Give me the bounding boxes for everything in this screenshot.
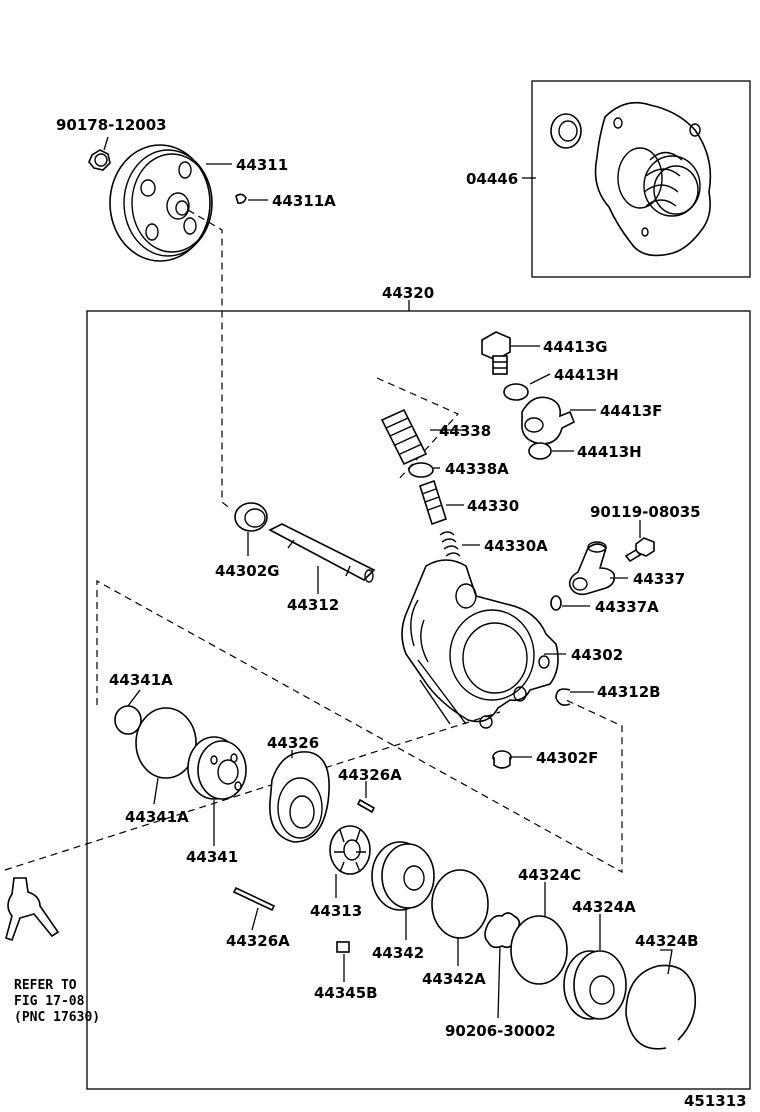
snap-ring-44312B — [555, 688, 571, 706]
label-44312: 44312 — [287, 596, 339, 614]
label-44338A: 44338A — [445, 460, 509, 478]
label-04446: 04446 — [466, 170, 518, 188]
plate-44341 — [187, 736, 247, 800]
label-44413F: 44413F — [600, 402, 662, 420]
label-44311A: 44311A — [272, 192, 336, 210]
label-44341: 44341 — [186, 848, 238, 866]
label-44326A-top: 44326A — [338, 766, 402, 784]
o-ring-44341A-small — [114, 705, 142, 735]
pulley-44311 — [109, 144, 213, 262]
label-44413H-bottom: 44413H — [577, 443, 642, 461]
rotor-44313 — [329, 825, 371, 875]
valve-44338 — [380, 408, 428, 466]
valve-44330 — [419, 479, 447, 526]
o-ring-44338A — [408, 462, 434, 478]
refer-text-line2: FIG 17-08 — [14, 994, 85, 1009]
cover-44324A — [563, 950, 627, 1020]
connector-44337 — [568, 541, 616, 596]
label-44324B: 44324B — [635, 932, 699, 950]
pin-44326A-top — [356, 798, 376, 814]
label-44342A: 44342A — [422, 970, 486, 988]
label-44326: 44326 — [267, 734, 319, 752]
housing-44302 — [401, 559, 559, 729]
label-90206-30002: 90206-30002 — [445, 1022, 556, 1040]
label-44326A-bottom: 44326A — [226, 932, 290, 950]
gasket-44413H-bottom — [528, 442, 552, 460]
bolt-90119-08035 — [624, 537, 655, 563]
union-44413F — [521, 396, 576, 445]
spring-44330A — [439, 531, 461, 557]
label-90178-12003: 90178-12003 — [56, 116, 167, 134]
key-44311A — [235, 193, 247, 204]
label-44342: 44342 — [372, 944, 424, 962]
plate-44342 — [371, 841, 435, 911]
refer-text-line1: REFER TO — [14, 978, 77, 993]
label-90119-08035: 90119-08035 — [590, 503, 701, 521]
label-44302: 44302 — [571, 646, 623, 664]
label-44302G: 44302G — [215, 562, 280, 580]
o-ring-44337A — [550, 595, 562, 611]
shaft-44312 — [268, 523, 376, 583]
kit-04446 — [550, 101, 712, 257]
label-44413H-top: 44413H — [554, 366, 619, 384]
nut-90178-12003 — [88, 149, 111, 171]
label-44320: 44320 — [382, 284, 434, 302]
label-44345B: 44345B — [314, 984, 378, 1002]
reference-part-17630 — [5, 877, 60, 942]
label-44413G: 44413G — [543, 338, 608, 356]
o-ring-44341A-large — [135, 707, 197, 779]
label-44302F: 44302F — [536, 749, 598, 767]
label-44338: 44338 — [439, 422, 491, 440]
label-44341A-bottom: 44341A — [125, 808, 189, 826]
assembly-frame-44320 — [86, 310, 751, 1090]
label-44330A: 44330A — [484, 537, 548, 555]
label-44312B: 44312B — [597, 683, 661, 701]
leader-lines — [103, 136, 673, 1019]
label-44337A: 44337A — [595, 598, 659, 616]
vane-44345B — [336, 941, 350, 953]
plug-44302F — [492, 750, 512, 769]
o-ring-44324C — [510, 915, 568, 985]
union-bolt-44413G — [481, 331, 511, 375]
figure-number: 451313 — [684, 1092, 747, 1110]
label-44341A-top: 44341A — [109, 671, 173, 689]
bearing-44302G — [234, 502, 268, 532]
label-44313: 44313 — [310, 902, 362, 920]
refer-text-line3: (PNC 17630) — [14, 1010, 100, 1025]
snap-ring-44324B — [625, 964, 697, 1050]
label-44324A: 44324A — [572, 898, 636, 916]
label-44337: 44337 — [633, 570, 685, 588]
cam-ring-44326 — [269, 751, 330, 843]
label-44330: 44330 — [467, 497, 519, 515]
label-44311: 44311 — [236, 156, 288, 174]
pin-44326A-bottom — [232, 886, 276, 912]
gasket-44413H-top — [503, 383, 529, 401]
o-ring-44342A — [431, 869, 489, 939]
label-44324C: 44324C — [518, 866, 581, 884]
kit-frame-04446 — [531, 80, 751, 278]
